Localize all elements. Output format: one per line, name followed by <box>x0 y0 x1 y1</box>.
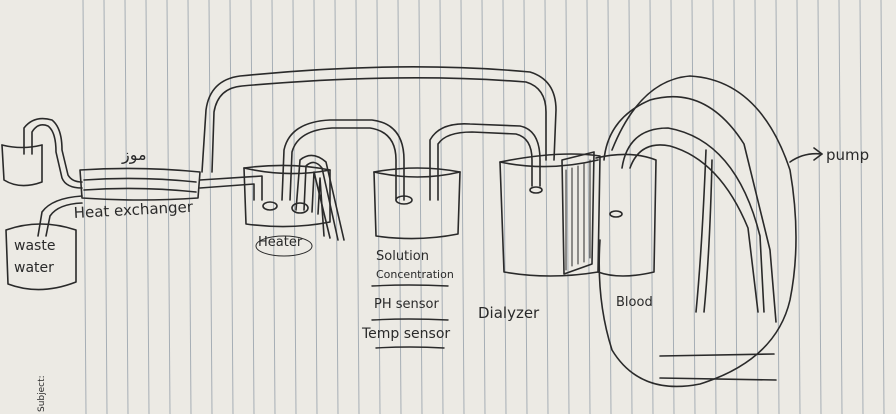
heater-label: Heater <box>258 235 303 250</box>
patient-platform <box>659 353 777 381</box>
heater-to-solution-pipe <box>281 119 405 201</box>
heater-tank <box>243 164 331 257</box>
ph-sensor-label: PH sensor <box>374 297 439 312</box>
blood-tank <box>595 153 657 277</box>
heat-exchanger-label: Heat exchanger <box>73 198 194 222</box>
heat-exchanger <box>79 167 201 201</box>
pump-pointer <box>789 147 823 163</box>
solution-tank <box>373 167 461 240</box>
waste-pipe <box>37 195 83 237</box>
pump-label: pump <box>826 146 869 164</box>
ruled-lines <box>82 0 885 414</box>
sensor-dividers <box>371 284 449 349</box>
supply-cup <box>1 144 43 187</box>
blood-label: Blood <box>616 295 653 310</box>
waste-water-cup <box>5 223 77 291</box>
exchanger-to-heater-pipe <box>199 175 263 201</box>
dialyzer-membrane <box>561 151 595 275</box>
heater-element <box>295 154 345 241</box>
water-label: water <box>14 260 54 276</box>
heat-exchanger-arabic-label: موز <box>121 145 147 165</box>
concentration-label: Concentration <box>376 268 454 281</box>
blood-loop <box>603 95 777 323</box>
supply-pipe <box>23 117 83 189</box>
solution-to-dialyzer-pipe <box>429 123 541 201</box>
margin-subject-label: Subject: <box>37 375 47 412</box>
temp-sensor-label: Temp sensor <box>361 326 450 342</box>
solution-label: Solution <box>376 249 429 264</box>
top-return-pipe <box>201 66 557 173</box>
waste-label: waste <box>14 238 55 254</box>
pump-arc <box>598 75 797 388</box>
dialyzer-label: Dialyzer <box>478 304 540 322</box>
dialyzer-tank <box>499 153 601 277</box>
